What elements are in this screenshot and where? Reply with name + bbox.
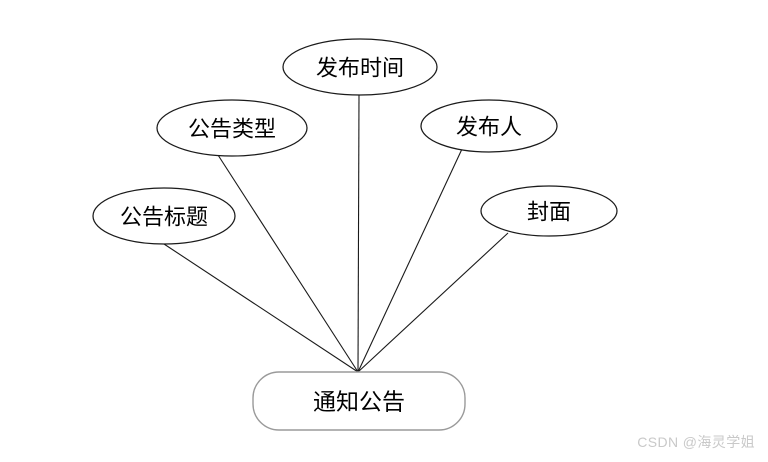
entity-rect-shape bbox=[252, 371, 466, 431]
attribute-node-gonggaoleixing[interactable]: 公告类型 bbox=[156, 99, 308, 157]
attribute-label: 公告标题 bbox=[120, 205, 208, 230]
attribute-ellipse-shape bbox=[282, 38, 438, 96]
attribute-label: 发布人 bbox=[456, 115, 522, 140]
csdn-watermark: CSDN @海灵学姐 bbox=[637, 434, 755, 450]
attribute-ellipse-shape bbox=[156, 99, 308, 157]
connector-line-gonggaobiaoti bbox=[163, 243, 359, 373]
connector-line-gonggaoleixing bbox=[217, 154, 359, 373]
attribute-node-fengmian[interactable]: 封面 bbox=[480, 185, 618, 237]
connector-line-faburen bbox=[357, 148, 463, 373]
attribute-ellipse-shape bbox=[420, 99, 558, 153]
connector-line-fengmian bbox=[357, 232, 509, 373]
entity-node-tongzhigonggao[interactable]: 通知公告 bbox=[252, 371, 466, 431]
attribute-node-gonggaobiaoti[interactable]: 公告标题 bbox=[92, 187, 236, 245]
attribute-label: 发布时间 bbox=[316, 56, 404, 81]
attribute-label: 封面 bbox=[527, 200, 571, 225]
attribute-label: 公告类型 bbox=[188, 117, 276, 142]
attribute-node-faburen[interactable]: 发布人 bbox=[420, 99, 558, 153]
attribute-ellipse-shape bbox=[92, 187, 236, 245]
entity-label: 通知公告 bbox=[313, 390, 405, 415]
connector-line-fabushijian bbox=[357, 94, 360, 373]
attribute-ellipse-shape bbox=[480, 185, 618, 237]
connector-lines-group bbox=[163, 94, 509, 373]
attribute-node-fabushijian[interactable]: 发布时间 bbox=[282, 38, 438, 96]
